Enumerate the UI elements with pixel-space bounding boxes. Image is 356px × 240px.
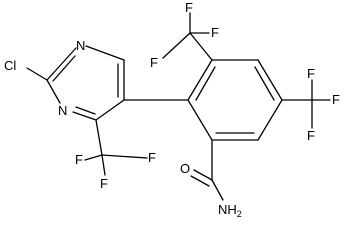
bond-n1-c6 xyxy=(85,45,125,61)
benzene-ring xyxy=(123,59,283,141)
atom-amide-nh-subscript: 2 xyxy=(237,209,242,219)
atom-n-mid: N xyxy=(58,103,67,118)
bond-b6-b1 xyxy=(187,99,213,141)
bond-c2-n1-inner xyxy=(52,55,76,82)
atom-f-pyr-2: F xyxy=(148,150,156,165)
bond-c4-cf3 xyxy=(95,119,103,156)
cf3-top xyxy=(162,12,213,61)
bond-b4-b5 xyxy=(257,99,283,141)
bond-c-n xyxy=(211,179,224,201)
cf3-pyrimidine xyxy=(84,119,148,176)
atom-f-top-2: F xyxy=(211,25,219,40)
pyrimidine-ring xyxy=(26,45,125,121)
bond-n3-c2 xyxy=(46,79,61,104)
atom-f-top-3: F xyxy=(150,55,158,70)
atom-f-pyr-3: F xyxy=(100,176,108,191)
atom-f-right-2: F xyxy=(332,92,340,107)
atom-amide-o: O xyxy=(180,161,190,176)
bond-cl-c2 xyxy=(26,67,48,81)
atom-n-top: N xyxy=(76,38,85,53)
bond-b2-cf3 xyxy=(189,32,213,61)
molecule-diagram: Cl N N F F F F F F F F F O NH2 xyxy=(4,0,340,219)
bond-c4-n3 xyxy=(72,111,97,121)
bond-c4-n3-inner xyxy=(75,106,96,115)
atom-f-right-1: F xyxy=(307,66,315,81)
bond-c-o xyxy=(193,169,213,181)
cf3-right xyxy=(281,79,331,129)
bond-c5-c4 xyxy=(95,99,125,121)
amide-group xyxy=(190,139,224,201)
atom-labels: Cl N N F F F F F F F F F O NH2 xyxy=(4,0,340,219)
bond-b1-b2 xyxy=(187,59,213,101)
bond-b3-b4-inner xyxy=(254,66,275,101)
atom-f-pyr-1: F xyxy=(75,152,83,167)
atom-amide-nh: NH xyxy=(218,202,237,217)
bond-b1-b2-inner xyxy=(195,66,216,101)
bond-c2-n1 xyxy=(46,47,77,81)
atom-f-right-3: F xyxy=(307,128,315,143)
atom-f-top-1: F xyxy=(185,0,193,15)
bond-cf3-f2 xyxy=(101,154,148,159)
bond-cf3top-f3 xyxy=(162,32,191,59)
bond-cf3-f1 xyxy=(84,154,103,161)
bond-cf3-f3 xyxy=(101,154,106,176)
bond-c-o-inner xyxy=(190,175,210,187)
atom-amide-nh2: NH2 xyxy=(218,202,242,219)
atom-cl: Cl xyxy=(4,58,16,73)
bond-b3-b4 xyxy=(257,59,283,101)
